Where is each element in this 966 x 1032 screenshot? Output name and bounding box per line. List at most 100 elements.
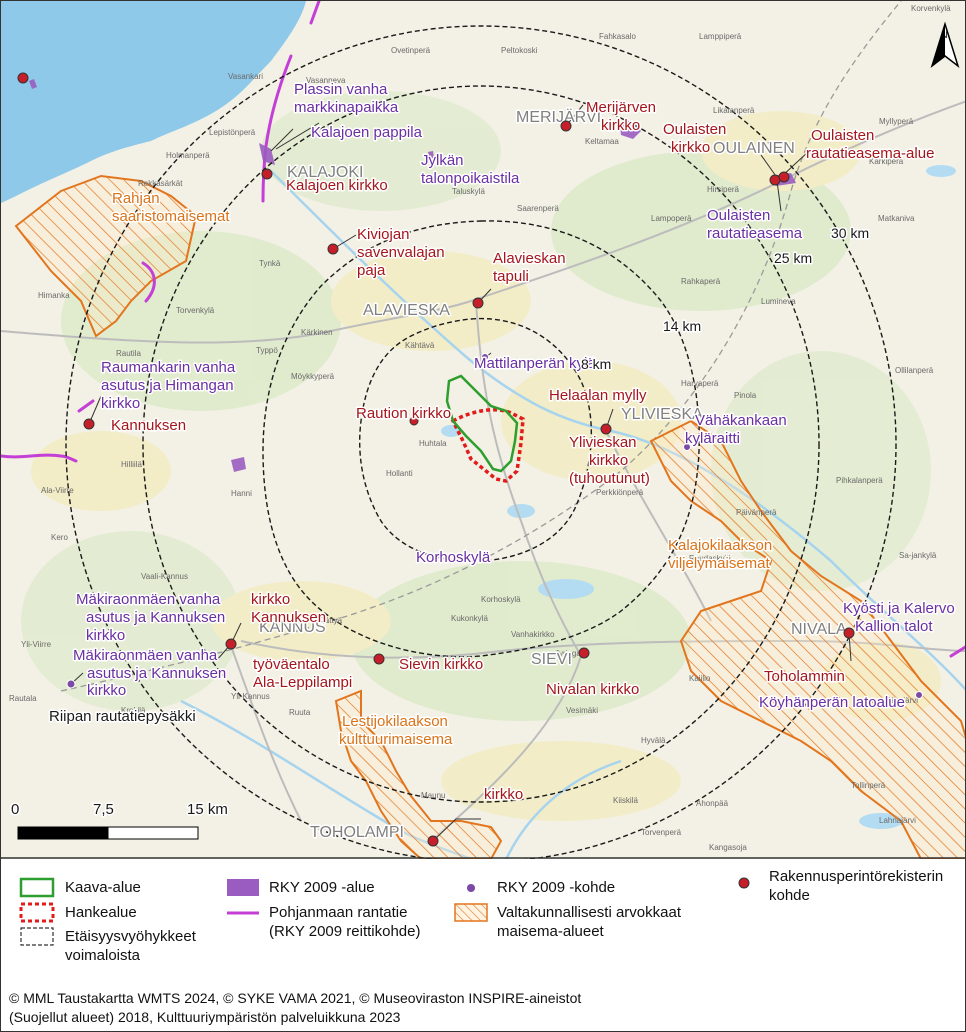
rky-label: Mäkiraonmäen vanha xyxy=(76,591,221,608)
legend-etaisyys-line2: voimaloista xyxy=(65,947,141,964)
village-name: Ala-Viirre xyxy=(41,486,74,495)
rky-labels: Plassin vanha markkinapaikka Kalajoen pa… xyxy=(72,80,957,713)
ring-label-25: 25 km xyxy=(774,250,812,266)
village-name: Vasankari xyxy=(228,72,263,81)
heritage-label: työväentalo xyxy=(253,656,330,673)
village-name: Keltamaa xyxy=(585,137,619,146)
credits-line2: (Suojellut alueet) 2018, Kulttuuriympäri… xyxy=(9,1009,401,1025)
heritage-label: Helaalan mylly xyxy=(549,387,647,404)
legend-rky-alue: RKY 2009 -alue xyxy=(269,879,375,896)
maisema-label: Lestijokilaakson xyxy=(342,713,448,730)
maisema-label: saaristomaisemat xyxy=(112,208,230,225)
ring-labels: 30 km 25 km 14 km 8 km xyxy=(580,224,871,374)
rahja-landscape xyxy=(14,174,198,338)
village-name: Kärkinen xyxy=(301,328,333,337)
sea xyxy=(1,1,306,203)
heritage-label: paja xyxy=(357,262,386,279)
rky-label: Korhoskylä xyxy=(416,549,491,566)
ring-label-14: 14 km xyxy=(663,318,701,334)
village-name: Lahnajärvi xyxy=(879,816,916,825)
village-name: Harvaperä xyxy=(681,379,719,388)
credits-line1: © MML Taustakartta WMTS 2024, © SYKE VAM… xyxy=(9,990,582,1006)
town-merijarvi: MERIJÄRVI xyxy=(516,108,601,126)
maisema-label: Rahjan xyxy=(112,190,160,207)
heritage-label: Ala-Leppilampi xyxy=(253,674,352,691)
legend-rakennus-line2: kohde xyxy=(769,887,810,904)
legend-rantatie-icon xyxy=(227,911,259,915)
town-oulainen: OULAINEN xyxy=(713,140,795,157)
village-name: Hilliilä xyxy=(121,460,142,469)
legend-etaisyys: Etäisyysvyöhykkeet voimaloista xyxy=(65,927,196,965)
village-name: Lepistönperä xyxy=(209,128,256,137)
rky-label: Oulaisten xyxy=(707,207,770,224)
rky-label: Raumankarin vanha xyxy=(101,359,236,376)
legend: Kaava-alue Hankealue Etäisyysvyöhykkeet … xyxy=(1,861,965,1031)
legend-etaisyys-line1: Etäisyysvyöhykkeet xyxy=(65,928,196,945)
village-name: Hollanti xyxy=(386,469,413,478)
heritage-label: Kannuksen xyxy=(111,417,186,434)
village-name: Tollinperä xyxy=(851,781,886,790)
rky-label: asutus ja Kannuksen xyxy=(86,609,225,626)
heritage-label: Oulaisten xyxy=(663,121,726,138)
rky-label: Jylkän xyxy=(421,152,464,169)
village-name: Ruuta xyxy=(289,708,311,717)
rky-label: markkinapaikka xyxy=(294,99,399,116)
legend-maisema-line2: maisema-alueet xyxy=(497,923,604,940)
legend-kaava: Kaava-alue xyxy=(65,879,141,896)
village-name: Päivänperä xyxy=(736,508,777,517)
village-name: Piipsjärvi xyxy=(886,696,918,705)
rky-label: Köyhänperän latoalue xyxy=(759,694,905,711)
village-name: Rekkasärkät xyxy=(138,179,183,188)
village-name: Yli-Kannus xyxy=(231,692,270,701)
heritage-label: kirkko xyxy=(601,117,640,134)
scale-label-0: 0 xyxy=(11,801,19,818)
maisema-label: viljelymaisemat xyxy=(668,555,771,572)
town-toholampi: TOHOLAMPI xyxy=(310,824,404,841)
rky-label: Kallion talot xyxy=(855,618,933,635)
kalajokilaakso-landscape xyxy=(649,419,965,859)
village-name: Vanhakirkko xyxy=(511,630,555,639)
village-name: Holmanperä xyxy=(166,151,210,160)
legend-rakennus-icon xyxy=(738,877,750,889)
map-canvas[interactable]: Vasankari Vasanneva Lepistönperä Holmanp… xyxy=(1,1,966,859)
village-names: Vasankari Vasanneva Lepistönperä Holmanp… xyxy=(9,4,951,852)
heritage-label: (tuhoutunut) xyxy=(569,470,650,487)
village-name: Ovetinperä xyxy=(391,46,431,55)
village-name: Taluskylä xyxy=(452,187,485,196)
village-name: Ollilanperä xyxy=(895,366,934,375)
village-name: Matkaniva xyxy=(878,214,915,223)
ring-label-8: 8 km xyxy=(581,356,611,372)
heritage-points xyxy=(17,72,855,847)
heritage-label: Merijärven xyxy=(586,99,656,116)
north-arrow-icon: N xyxy=(930,21,960,69)
village-name: Kero xyxy=(51,533,68,542)
legend-maisema-line1: Valtakunnallisesti arvokkaat xyxy=(497,904,681,921)
village-name: Sa-jankylä xyxy=(899,551,937,560)
village-name: Kähtävä xyxy=(405,341,435,350)
riippa-label: Riipan rautatiepysäkki xyxy=(49,708,196,725)
legend-rky-alue-icon xyxy=(227,879,259,896)
village-name: Möykkyperä xyxy=(291,372,335,381)
village-name: Korvenkylä xyxy=(911,4,951,13)
village-name: Krekilä xyxy=(121,706,146,715)
village-name: Himanka xyxy=(38,291,70,300)
scale-label-end: 15 km xyxy=(187,801,228,818)
village-name: Kukonkylä xyxy=(451,614,488,623)
legend-rantatie-line2: (RKY 2009 reittikohde) xyxy=(269,923,421,940)
kaava-area xyxy=(445,374,519,473)
village-name: Rahkaperä xyxy=(681,277,721,286)
ring-25km xyxy=(142,85,820,803)
north-label: N xyxy=(941,30,948,40)
village-name: Pinola xyxy=(734,391,757,400)
rky-label: asutus ja Himangan xyxy=(101,377,234,394)
heritage-label: rautatieasema-alue xyxy=(806,145,934,162)
town-names: KALAJOKI MERIJÄRVI OULAINEN ALAVIESKA YL… xyxy=(258,107,849,843)
town-sievi: SIEVI xyxy=(531,651,572,668)
heritage-label: Kalajoen kirkko xyxy=(286,177,388,194)
legend-kaava-icon xyxy=(19,877,55,898)
village-name: Kangasoja xyxy=(709,843,747,852)
village-name: Huhtala xyxy=(419,439,447,448)
rky-label: rautatieasema xyxy=(707,225,803,242)
legend-rakennus: Rakennusperintörekisterin kohde xyxy=(769,867,965,905)
town-kannus: KANNUS xyxy=(259,619,326,636)
